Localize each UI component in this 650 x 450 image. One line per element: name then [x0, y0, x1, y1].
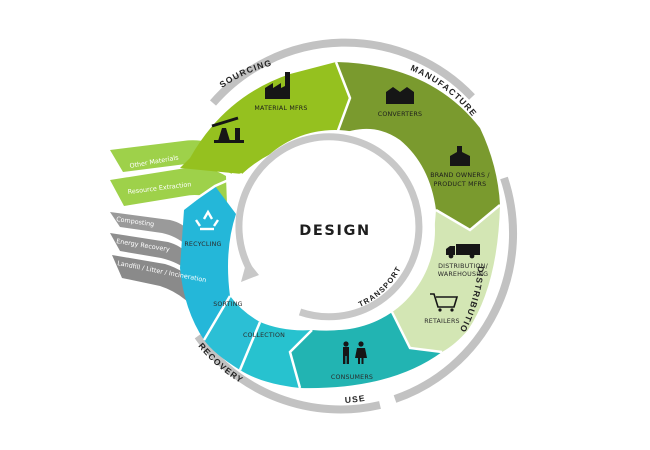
shopping-cart-icon [430, 293, 459, 312]
segment-collection [240, 322, 312, 388]
consumers-label: CONSUMERS [331, 374, 373, 381]
separator-1 [334, 61, 352, 137]
distribution-label-2: WAREHOUSING [438, 271, 489, 278]
outer-ring-bottom [194, 333, 381, 414]
outer-ring-right [393, 176, 518, 403]
converters-icon [386, 87, 414, 104]
recycle-icon [195, 209, 219, 231]
collection-label: COLLECTION [243, 332, 285, 339]
people-icon [343, 341, 367, 364]
segment-sorting [204, 296, 260, 370]
energy-recovery-stream [110, 233, 191, 272]
truck-icon [446, 244, 480, 259]
separator-4 [288, 329, 313, 389]
brand-owners-label-1: BRAND OWNERS / [430, 172, 490, 179]
inner-ring [235, 133, 423, 321]
brand-owners-label-2: PRODUCT MFRS [434, 181, 487, 188]
segment-material-mfrs [180, 62, 350, 174]
separator-6 [202, 295, 232, 341]
composting-stream [110, 212, 190, 245]
recycling-label: RECYCLING [184, 241, 221, 248]
segment-recycling [180, 186, 236, 340]
material-mfrs-label: MATERIAL MFRS [254, 105, 307, 112]
outer-ring-top [209, 38, 475, 106]
inner-ring-arrowhead [241, 260, 259, 282]
brand-owners-icon [450, 146, 470, 166]
separator-3 [390, 311, 443, 354]
sorting-label: SORTING [213, 301, 243, 308]
segment-consumers [290, 312, 442, 389]
separator-7 [179, 172, 243, 212]
retailers-label: RETAILERS [424, 318, 460, 325]
separator-5 [238, 321, 262, 371]
factory-icon [265, 72, 290, 99]
segment-manufacture [336, 62, 500, 230]
inner-disk [235, 130, 435, 330]
center-label: DESIGN [299, 223, 370, 239]
converters-label: CONVERTERS [378, 111, 422, 118]
use-text: USE [344, 393, 365, 405]
resource-extraction-stream [110, 167, 227, 206]
segment-distribution [392, 205, 500, 352]
distribution-label-1: DISTRIBUTION/ [438, 263, 488, 270]
use-label: USE [344, 393, 366, 405]
oil-pump-icon [211, 116, 244, 143]
separator-2 [435, 204, 501, 232]
